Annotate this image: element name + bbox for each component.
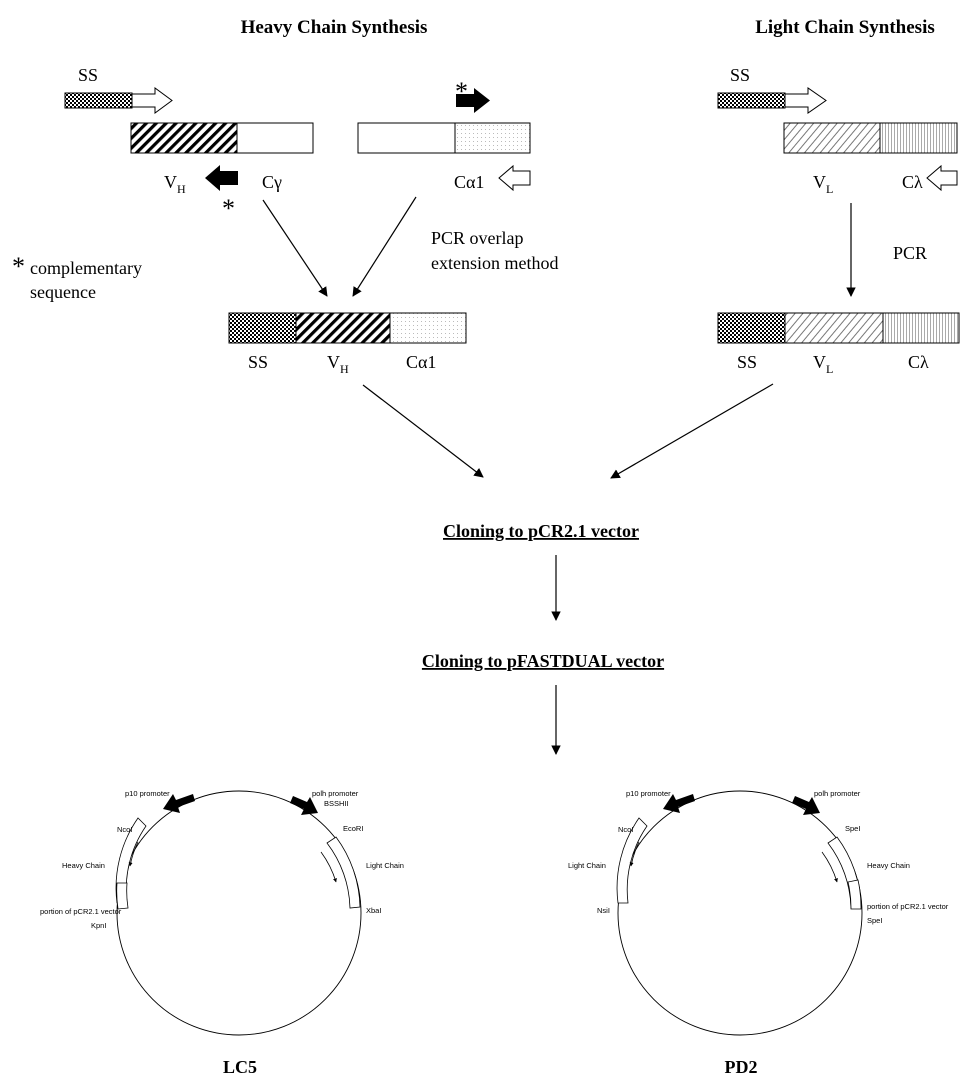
pd2-ncoi-label: NcoI (618, 825, 633, 834)
pd2-p10-promoter-arrow-icon (663, 794, 695, 813)
light-product-clambda (882, 312, 960, 344)
calpha1-reverse-primer-arrow-icon (498, 164, 531, 192)
clambda-reverse-primer-arrow-icon (926, 164, 958, 192)
cgamma-block (236, 122, 314, 154)
pd2-p10-label: p10 promoter (626, 789, 671, 798)
heavy-product-vh-label: VH (327, 352, 349, 376)
lc5-left-direction-arrow (128, 841, 139, 867)
plasmid-lc5-name: LC5 (223, 1057, 257, 1077)
heavy-to-cloning-arrow (362, 384, 484, 478)
heavy-ss-block (64, 92, 133, 109)
light-product-vl-label: VL (813, 352, 833, 376)
pd2-spei-bottom-label: SpeI (867, 916, 882, 925)
calpha1-label: Cα1 (454, 172, 484, 192)
heavy-arrow-right (352, 196, 417, 297)
pd2-left-gene-box (616, 817, 648, 904)
lc5-xbai-label: XbaI (366, 906, 381, 915)
light-product-vl (784, 312, 884, 344)
step-pcr21: Cloning to pCR2.1 vector (443, 521, 639, 541)
light-to-cloning-arrow (610, 383, 774, 479)
heavy-ss-label: SS (78, 65, 98, 85)
heavy-product-ss (228, 312, 297, 344)
lc5-bsshii-label: BSSHII (324, 799, 349, 808)
light-ss-label: SS (730, 65, 750, 85)
cgamma-label: Cγ (262, 172, 282, 192)
plasmid-pd2: p10 promoter polh promoter NcoI Light Ch… (568, 789, 949, 1036)
pd2-nsii-label: NsiI (597, 906, 610, 915)
lc5-ecori-label: EcoRI (343, 824, 363, 833)
pd2-polh-promoter-arrow-icon (792, 796, 820, 815)
pd2-heavy-chain-label: Heavy Chain (867, 861, 910, 870)
light-chain-title: Light Chain Synthesis (755, 17, 935, 38)
pd2-spei-top-label: SpeI (845, 824, 860, 833)
vl-block (783, 122, 881, 154)
light-ss-arrow-icon (784, 87, 827, 114)
light-product-ss (717, 312, 786, 344)
lc5-p10-label: p10 promoter (125, 789, 170, 798)
light-product-ss-label: SS (737, 352, 757, 372)
vh-reverse-primer-arrow-icon (205, 165, 238, 191)
pd2-portion-label: portion of pCR2.1 vector (867, 902, 949, 911)
clambda-block (879, 122, 958, 154)
plasmid-pd2-name: PD2 (725, 1057, 758, 1077)
lc5-light-chain-label: Light Chain (366, 861, 404, 870)
lc5-right-gene-box (326, 836, 361, 909)
step-pfastdual: Cloning to pFASTDUAL vector (422, 651, 664, 671)
heavy-product-ss-label: SS (248, 352, 268, 372)
calpha-template-left (357, 122, 456, 154)
vh-primer-star: * (222, 194, 235, 223)
pd2-left-direction-arrow (629, 841, 640, 867)
heavy-product-calpha-label: Cα1 (406, 352, 436, 372)
light-ss-block (717, 92, 786, 109)
complementary-note-star: * (12, 252, 25, 281)
lc5-p10-promoter-arrow-icon (163, 794, 195, 813)
lc5-left-portion-box (116, 882, 129, 910)
calpha-forward-primer-arrow-icon (456, 88, 490, 113)
light-product-clambda-label: Cλ (908, 352, 929, 372)
heavy-chain-title: Heavy Chain Synthesis (241, 17, 428, 38)
heavy-ss-arrow-icon (131, 87, 173, 114)
lc5-ncoi-label: NcoI (117, 825, 132, 834)
plasmid-lc5: p10 promoter polh promoter NcoI Heavy Ch… (40, 789, 404, 1036)
heavy-product-calpha (389, 312, 467, 344)
lc5-kpni-label: KpnI (91, 921, 106, 930)
pcr-overlap-line2: extension method (431, 253, 558, 273)
heavy-arrow-left (262, 199, 328, 297)
pd2-polh-label: polh promoter (814, 789, 861, 798)
complementary-note-line1: complementary (30, 258, 142, 278)
plasmid-lc5-circle (116, 790, 362, 1036)
lc5-right-direction-arrow (320, 851, 337, 883)
pd2-light-chain-label: Light Chain (568, 861, 606, 870)
heavy-product-vh (295, 312, 391, 344)
vl-label: VL (813, 172, 833, 196)
lc5-polh-label: polh promoter (312, 789, 359, 798)
pd2-right-direction-arrow (821, 851, 838, 883)
calpha-template-right (454, 122, 531, 154)
clambda-label: Cλ (902, 172, 923, 192)
lc5-portion-label: portion of pCR2.1 vector (40, 907, 122, 916)
vh-label: VH (164, 172, 186, 196)
plasmid-pd2-circle (617, 790, 863, 1036)
lc5-polh-promoter-arrow-icon (290, 796, 318, 815)
vh-block (130, 122, 238, 154)
pd2-right-portion-box (847, 879, 862, 910)
light-pcr-label: PCR (893, 243, 927, 263)
lc5-heavy-chain-label: Heavy Chain (62, 861, 105, 870)
complementary-note-line2: sequence (30, 282, 96, 302)
pcr-overlap-line1: PCR overlap (431, 228, 524, 248)
